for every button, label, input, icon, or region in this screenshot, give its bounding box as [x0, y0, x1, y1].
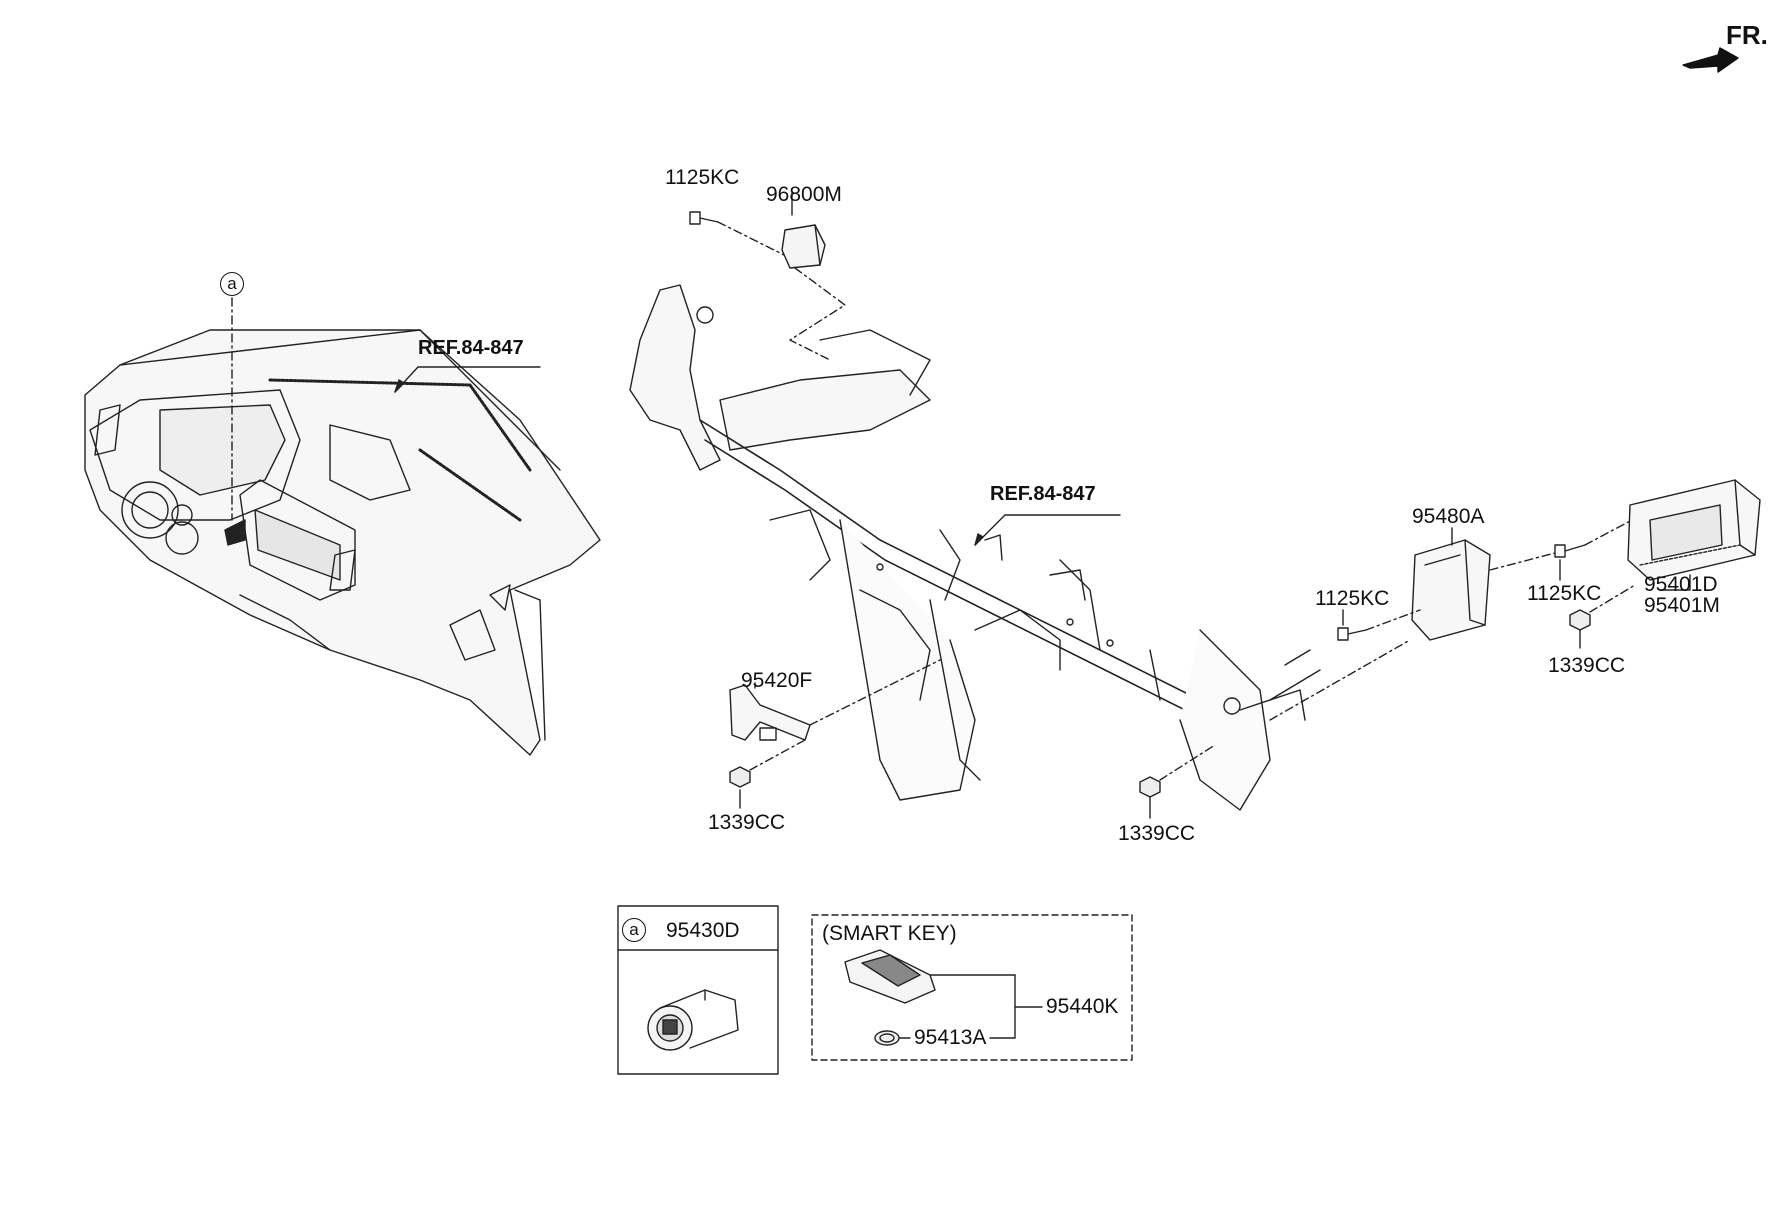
part-label-95420f[interactable]: 95420F [741, 669, 813, 692]
detail-box-a-frame [617, 905, 779, 1075]
nut-center-drawing [1139, 776, 1161, 819]
part-label-1125kc-right[interactable]: 1125KC [1527, 582, 1602, 605]
part-label-96800m[interactable]: 96800M [766, 183, 842, 206]
smart-key-box-frame [811, 914, 1133, 1061]
part-label-95401d[interactable]: 95401D [1644, 573, 1718, 596]
part-label-1125kc-left[interactable]: 1125KC [1315, 587, 1390, 610]
start-button-drawing [647, 989, 739, 1051]
part-label-95413a[interactable]: 95413A [914, 1026, 987, 1049]
part-label-1339cc-right[interactable]: 1339CC [1548, 654, 1626, 677]
module-95480a-drawing [1411, 527, 1491, 641]
smart-key-title: (SMART KEY) [822, 922, 957, 945]
dashboard-panel-drawing [84, 329, 601, 756]
part-label-1125kc-top[interactable]: 1125KC [665, 166, 740, 189]
part-label-95480a[interactable]: 95480A [1412, 505, 1485, 528]
part-label-1339cc-center[interactable]: 1339CC [1118, 822, 1196, 845]
detail-box-a-marker: a [622, 918, 646, 942]
front-direction-arrow [1682, 47, 1739, 73]
part-label-1339cc-left[interactable]: 1339CC [708, 811, 786, 834]
cowl-cross-bar-drawing [629, 284, 1321, 811]
nut-left-drawing [729, 766, 751, 809]
marker-a-circle[interactable]: a [220, 272, 244, 296]
ref-cowl-bar-label[interactable]: REF.84-847 [990, 483, 1096, 505]
part-label-95430d[interactable]: 95430D [666, 919, 740, 942]
smart-key-fob-drawing [844, 949, 1043, 1039]
battery-drawing [874, 1030, 1016, 1046]
bolt-95480a-left-drawing [1337, 627, 1367, 641]
part-label-95440k[interactable]: 95440K [1046, 995, 1119, 1018]
bolt-95480a-right-drawing [1554, 544, 1586, 581]
part-label-95401m[interactable]: 95401M [1644, 594, 1720, 617]
sensor-96800m-drawing [781, 224, 826, 269]
bolt-top-drawing [689, 211, 719, 225]
module-95401-drawing [1627, 479, 1761, 591]
nut-right-drawing [1569, 609, 1591, 649]
front-direction-label: FR. [1726, 20, 1768, 50]
ref-dash-panel-label[interactable]: REF.84-847 [418, 337, 524, 359]
